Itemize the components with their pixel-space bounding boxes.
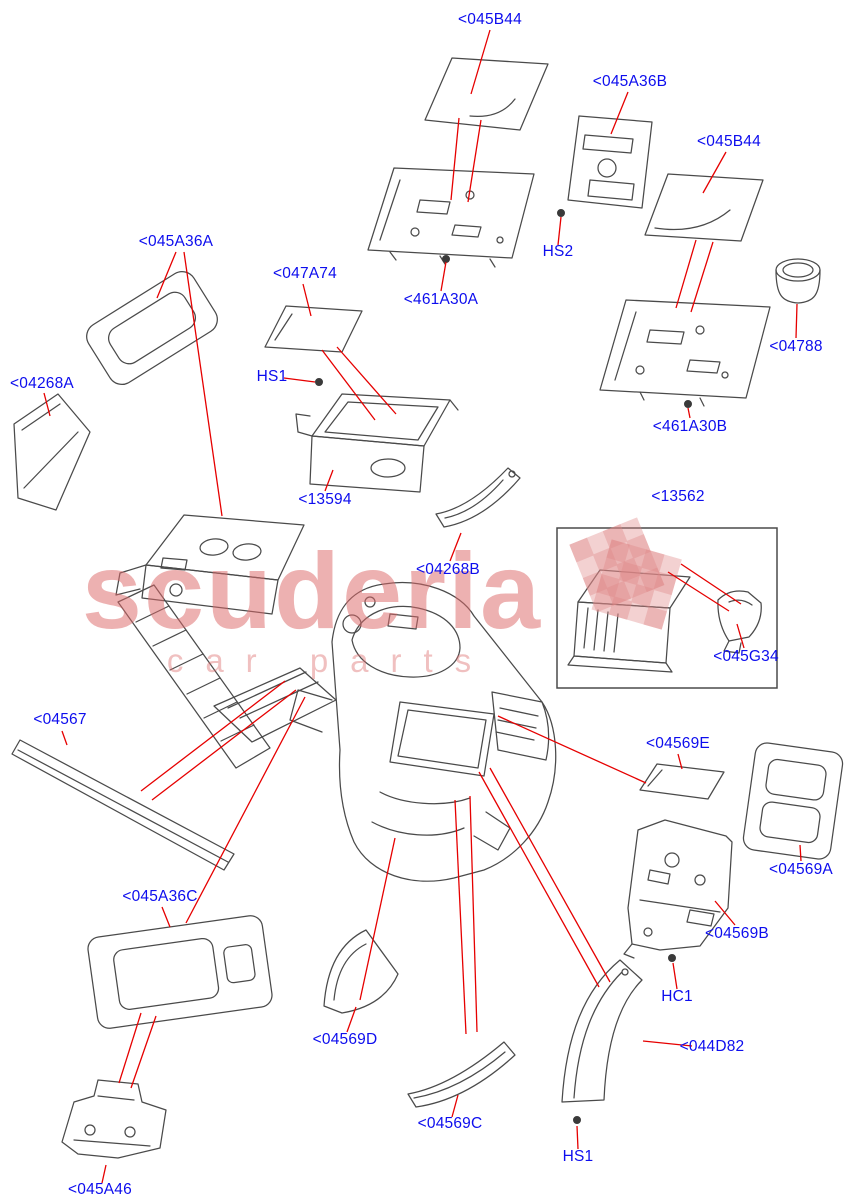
part-label-04569C[interactable]: <04569C xyxy=(418,1115,483,1132)
part-armrest-lid-2 xyxy=(644,173,764,242)
part-trim-04569E xyxy=(639,763,725,800)
part-label-04268A[interactable]: <04268A xyxy=(10,375,74,392)
watermark-subtitle: car parts xyxy=(167,642,493,679)
part-label-04268B[interactable]: <04268B xyxy=(416,561,480,578)
part-console-rear-13562 xyxy=(567,569,691,673)
part-label-044D82[interactable]: <044D82 xyxy=(680,1038,745,1055)
part-trim-04569D xyxy=(323,929,399,1014)
part-console-carrier-13594 xyxy=(295,393,459,493)
part-console-assembly xyxy=(115,514,557,882)
part-label-04788[interactable]: <04788 xyxy=(769,338,822,355)
part-trim-045A36A xyxy=(86,270,218,386)
part-armrest-lid xyxy=(424,57,549,131)
part-label-HS1-a[interactable]: HS1 xyxy=(257,368,288,385)
part-bracket-045G34 xyxy=(717,590,762,654)
part-label-04567[interactable]: <04567 xyxy=(33,711,86,728)
watermark-flag-right xyxy=(591,539,682,630)
part-label-045A36C[interactable]: <045A36C xyxy=(122,888,197,905)
part-label-04569E[interactable]: <04569E xyxy=(646,735,710,752)
part-console-plate-461A30A xyxy=(367,167,535,268)
leader-lines xyxy=(43,29,802,1184)
watermark: scuderia car parts xyxy=(82,517,682,679)
part-label-045A36B[interactable]: <045A36B xyxy=(593,73,667,90)
part-label-04569B[interactable]: <04569B xyxy=(705,925,769,942)
detail-box-13562 xyxy=(556,527,778,689)
screw-fasteners xyxy=(315,209,692,1124)
screw-461a30a xyxy=(442,255,450,263)
part-trim-045A36B xyxy=(567,115,653,209)
part-label-HS1-b[interactable]: HS1 xyxy=(563,1148,594,1165)
screw-461a30b xyxy=(684,400,692,408)
watermark-title: scuderia xyxy=(82,530,542,651)
part-trim-047A74 xyxy=(264,305,363,353)
part-cupholder-insert-04788 xyxy=(775,258,821,304)
screw-hc1 xyxy=(668,954,676,962)
part-console-tray-461A30B xyxy=(599,299,771,407)
part-carrier-04569B xyxy=(623,819,733,959)
part-label-HS2[interactable]: HS2 xyxy=(543,243,574,260)
part-bracket-045A46 xyxy=(61,1079,167,1159)
part-label-04569D[interactable]: <04569D xyxy=(313,1031,378,1048)
part-label-045B44-a[interactable]: <045B44 xyxy=(458,11,522,28)
part-label-461A30B[interactable]: <461A30B xyxy=(653,418,727,435)
watermark-flag-left xyxy=(569,517,665,613)
part-trim-04268B xyxy=(435,467,521,528)
part-label-045B44-b[interactable]: <045B44 xyxy=(697,133,761,150)
part-label-04569A[interactable]: <04569A xyxy=(769,861,833,878)
part-trim-04569A xyxy=(742,742,844,860)
part-labels: <045B44 <045A36B <045B44 <045A36A <047A7… xyxy=(10,11,833,1198)
part-label-HC1[interactable]: HC1 xyxy=(661,988,693,1005)
screw-hs1-b xyxy=(573,1116,581,1124)
screw-hs2 xyxy=(557,209,565,217)
screw-hs1-a xyxy=(315,378,323,386)
part-label-461A30A[interactable]: <461A30A xyxy=(404,291,479,308)
part-label-13562[interactable]: <13562 xyxy=(651,488,704,505)
part-label-13594[interactable]: <13594 xyxy=(298,491,352,508)
part-label-045G34[interactable]: <045G34 xyxy=(713,648,779,665)
part-trim-strip-04567 xyxy=(11,739,235,871)
part-label-045A46[interactable]: <045A46 xyxy=(68,1181,132,1198)
part-pillar-trim-044D82 xyxy=(561,959,643,1103)
part-label-045A36A[interactable]: <045A36A xyxy=(139,233,214,250)
part-trim-04268A xyxy=(13,393,91,511)
part-trim-04569C xyxy=(407,1041,516,1108)
part-label-047A74[interactable]: <047A74 xyxy=(273,265,337,282)
part-trim-045A36C xyxy=(87,915,273,1029)
